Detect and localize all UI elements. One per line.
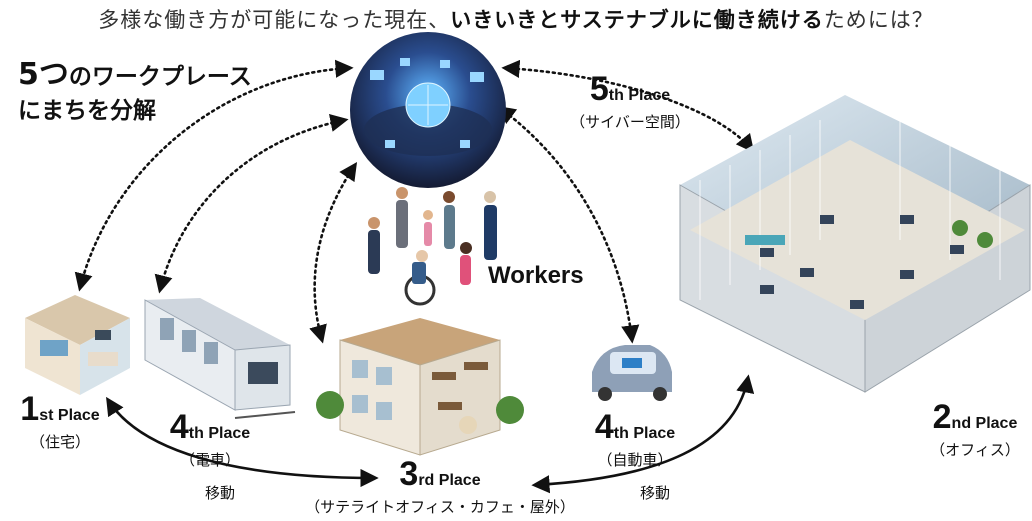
arrow-3rd-to-2nd — [531, 374, 755, 494]
movement-label-right: 移動 — [640, 484, 671, 502]
label-5th-place: 5th Place （サイバー空間） — [570, 70, 690, 131]
dotted-connections — [74, 59, 755, 344]
label-4th-place-car: 4th Place （自動車） — [594, 408, 676, 469]
movement-label-left: 移動 — [205, 484, 236, 502]
office-illustration — [679, 95, 1031, 393]
label-4th-place-train: 4th Place （電車） — [169, 408, 251, 469]
cyber-space-illustration — [350, 32, 506, 188]
label-2nd-place: 2nd Place （オフィス） — [930, 398, 1020, 459]
label-3rd-place: 3rd Place （サテライトオフィス・カフェ・屋外） — [305, 455, 575, 516]
arrow-5th-to-4th-car — [497, 105, 640, 344]
label-1st-place: 1st Place （住宅） — [20, 390, 100, 451]
title-prefix: 多様な働き方が可能になった現在、 — [98, 8, 451, 32]
arrow-5th-to-4th-train — [154, 113, 349, 294]
arrow-1st-to-3rd — [106, 396, 379, 488]
title-emphasis: いきいきとサステナブルに働き続ける — [450, 8, 824, 32]
arrow-5th-to-3rd — [309, 161, 358, 344]
workers-label: Workers — [488, 262, 584, 289]
subtitle-number: 5つ — [18, 57, 69, 92]
title-suffix: ためには？ — [823, 8, 934, 32]
home-illustration — [25, 295, 130, 395]
car-illustration — [592, 345, 672, 401]
arrow-5th-to-1st — [74, 59, 354, 292]
cafe-building-illustration — [316, 318, 524, 456]
movement-arrows — [106, 374, 755, 494]
page-title: 多様な働き方が可能になった現在、いきいきとサステナブルに働き続けるためには？ — [0, 4, 1032, 34]
train-illustration — [144, 298, 296, 419]
workers-illustration — [368, 187, 497, 306]
arrow-5th-to-2nd — [501, 59, 755, 153]
